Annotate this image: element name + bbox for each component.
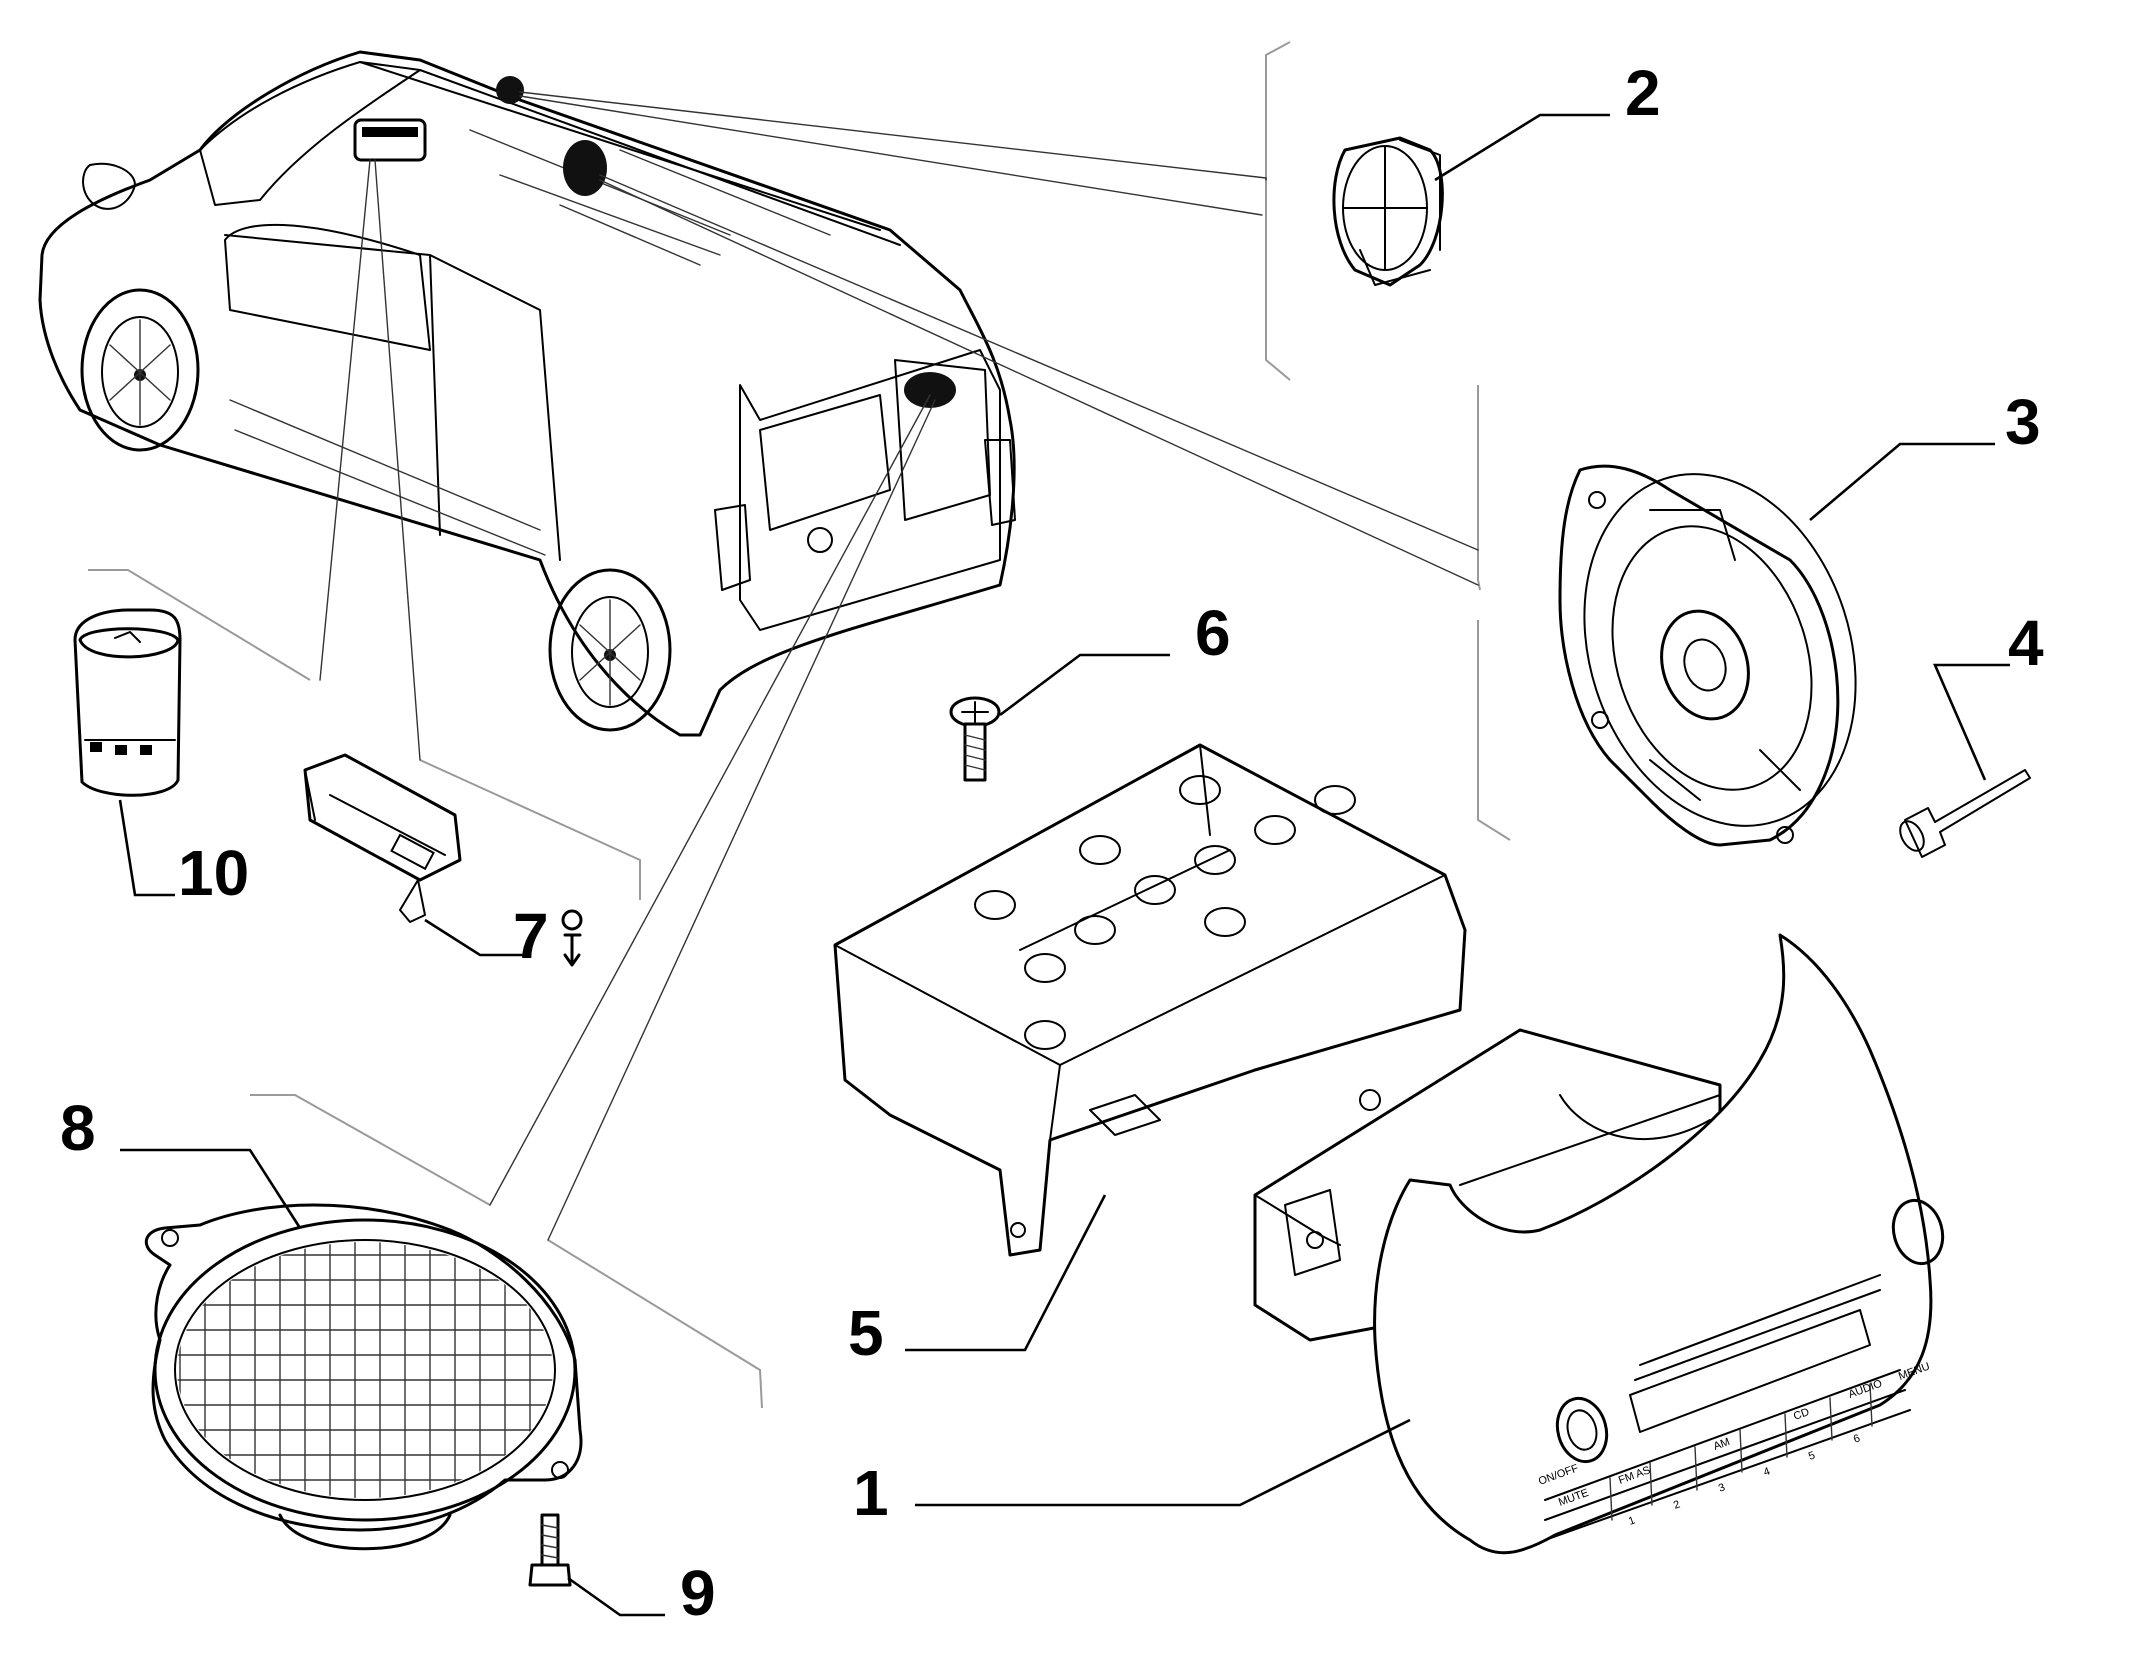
screw-icon [949, 696, 1001, 782]
radio-preset-6: 6 [1852, 1432, 1862, 1445]
bracket-holes [974, 775, 1356, 1050]
callout-8: 8 [60, 1092, 96, 1164]
callout-7: 7 [513, 900, 549, 972]
leader-9 [567, 1576, 665, 1617]
callout-labels: 1 2 3 4 5 6 7 8 9 10 [60, 57, 2044, 1629]
leader-7 [424, 918, 525, 957]
speaker-grille-icon [144, 1203, 583, 1551]
rivet-icon [1899, 769, 2031, 858]
callout-2: 2 [1625, 57, 1661, 129]
leader-5 [905, 1194, 1107, 1352]
radio-preset-2: 2 [1672, 1498, 1682, 1511]
radio-preset-1: 1 [1627, 1514, 1637, 1527]
radio-preset-5: 5 [1807, 1449, 1817, 1462]
background-guide-lines [88, 41, 1511, 1409]
callout-1: 1 [853, 1457, 889, 1529]
leader-1 [915, 1418, 1411, 1507]
grille-mesh [177, 1242, 553, 1498]
connector-icon [303, 753, 462, 923]
socket-icon [73, 608, 182, 797]
leader-2 [1434, 113, 1610, 182]
leader-8 [120, 1148, 302, 1229]
callout-10: 10 [178, 837, 249, 909]
van-icon [38, 50, 1016, 737]
leader-4 [1933, 663, 2010, 781]
radio-preset-3: 3 [1717, 1481, 1727, 1494]
callout-4: 4 [2008, 607, 2044, 679]
leader-6 [999, 653, 1170, 717]
speaker-icon [1558, 464, 1857, 847]
callout-3: 3 [2005, 386, 2041, 458]
leader-10 [118, 799, 175, 897]
radio-label-cd: CD [1792, 1406, 1811, 1423]
radio-preset-4: 4 [1762, 1465, 1772, 1478]
leader-3 [1809, 442, 1995, 521]
bracket-icon [833, 743, 1467, 1257]
radio-icon [1253, 933, 1945, 1555]
callout-5: 5 [848, 1297, 884, 1369]
callout-9: 9 [680, 1557, 716, 1629]
tweeter-icon [1332, 136, 1444, 287]
variant-symbol-icon [561, 909, 583, 967]
callout-6: 6 [1195, 597, 1231, 669]
radio-label-am: AM [1712, 1436, 1732, 1453]
bolt-icon [528, 1513, 572, 1587]
van-leader-lines [319, 91, 1479, 1241]
